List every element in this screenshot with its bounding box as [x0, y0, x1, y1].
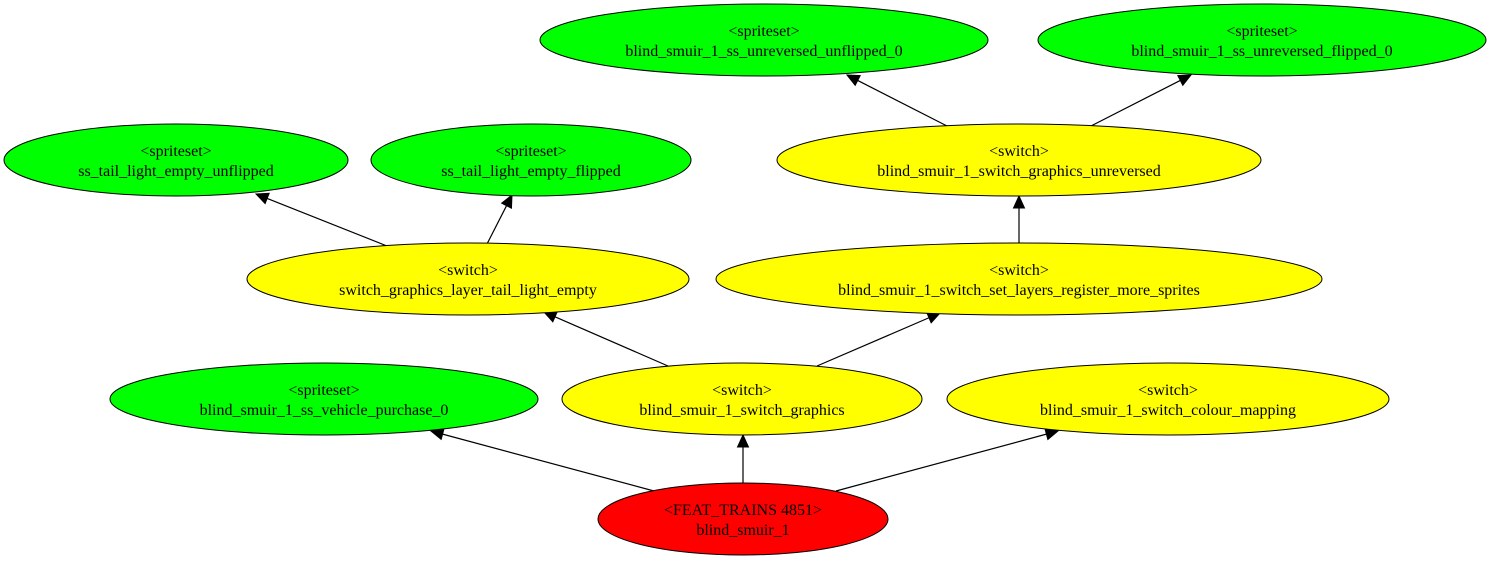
edge-line — [816, 317, 930, 367]
edge-sw_tail_light-to-ss_tail_flipped — [486, 193, 513, 245]
edge-sw_unreversed-to-ss_unflipped_0 — [845, 74, 950, 128]
switch-ellipse — [715, 242, 1323, 316]
node-ss-flipped-0[interactable]: <spriteset> blind_smuir_1_ss_unreversed_f… — [1037, 3, 1487, 77]
arrowhead-icon — [254, 192, 270, 205]
node-type-label: <switch> — [712, 382, 772, 399]
node-type-label: <spriteset> — [1226, 23, 1297, 40]
edge-line — [554, 316, 669, 367]
spriteset-ellipse — [109, 362, 539, 436]
node-type-label: <spriteset> — [495, 143, 566, 160]
edge-sw_tail_light-to-ss_tail_unflipped — [254, 192, 388, 247]
feature-ellipse — [597, 482, 889, 556]
node-type-label: <switch> — [1138, 382, 1198, 399]
node-feat[interactable]: <FEAT_TRAINS 4851> blind_smuir_1 — [597, 482, 889, 556]
node-type-label: <spriteset> — [728, 23, 799, 40]
node-name-label: blind_smuir_1_ss_vehicle_purchase_0 — [200, 402, 449, 419]
edge-sw_graphics-to-sw_tail_light — [542, 311, 669, 367]
edge-line — [857, 79, 950, 128]
switch-ellipse — [776, 123, 1262, 197]
node-type-label: <switch> — [989, 143, 1049, 160]
node-name-label: ss_tail_light_empty_unflipped — [78, 163, 274, 180]
node-name-label: switch_graphics_layer_tail_light_empty — [339, 282, 597, 299]
arrowhead-icon — [736, 433, 750, 448]
node-ss-tail-unflipped[interactable]: <spriteset> ss_tail_light_empty_unflipped — [3, 123, 349, 197]
node-name-label: blind_smuir_1_switch_graphics_unreversed — [877, 163, 1161, 180]
node-type-label: <spriteset> — [288, 382, 359, 399]
spriteset-ellipse — [539, 3, 989, 77]
spriteset-ellipse — [1037, 3, 1487, 77]
node-type-label: <switch> — [438, 262, 498, 279]
edge-line — [266, 197, 388, 247]
edges-layer — [254, 74, 1193, 492]
node-sw-set-layers[interactable]: <switch> blind_smuir_1_switch_set_layers_… — [715, 242, 1323, 316]
node-name-label: blind_smuir_1_ss_unreversed_unflipped_0 — [625, 43, 902, 60]
node-sw-tail-light[interactable]: <switch> switch_graphics_layer_tail_light… — [246, 242, 690, 316]
node-name-label: blind_smuir_1_switch_colour_mapping — [1040, 402, 1296, 419]
node-ss-purchase[interactable]: <spriteset> blind_smuir_1_ss_vehicle_purc… — [109, 362, 539, 436]
node-name-label: blind_smuir_1_ss_unreversed_flipped_0 — [1131, 43, 1392, 60]
arrowhead-icon — [500, 193, 513, 209]
arrowhead-icon — [1012, 194, 1026, 209]
switch-ellipse — [946, 362, 1390, 436]
arrowhead-icon — [845, 74, 861, 87]
edge-line — [1088, 79, 1181, 128]
node-type-label: <switch> — [989, 262, 1049, 279]
edge-line — [835, 433, 1047, 492]
node-type-label: <spriteset> — [140, 143, 211, 160]
edge-sw_unreversed-to-ss_flipped_0 — [1088, 74, 1193, 128]
node-sw-colour[interactable]: <switch> blind_smuir_1_switch_colour_mapp… — [946, 362, 1390, 436]
edge-line — [442, 433, 655, 492]
node-sw-graphics[interactable]: <switch> blind_smuir_1_switch_graphics — [561, 362, 923, 436]
nodes-layer: <spriteset> blind_smuir_1_ss_unreversed_u… — [3, 3, 1487, 556]
node-type-label: <FEAT_TRAINS 4851> — [664, 502, 822, 519]
edge-line — [486, 205, 508, 245]
edge-sw_set_layers-to-sw_unreversed — [1012, 194, 1026, 243]
node-name-label: ss_tail_light_empty_flipped — [441, 163, 621, 180]
spriteset-ellipse — [3, 123, 349, 197]
spriteset-ellipse — [370, 123, 692, 197]
node-ss-tail-flipped[interactable]: <spriteset> ss_tail_light_empty_flipped — [370, 123, 692, 197]
node-name-label: blind_smuir_1_switch_graphics — [639, 402, 844, 419]
node-name-label: blind_smuir_1_switch_set_layers_register… — [838, 282, 1200, 299]
node-ss-unflipped-0[interactable]: <spriteset> blind_smuir_1_ss_unreversed_u… — [539, 3, 989, 77]
switch-ellipse — [246, 242, 690, 316]
switch-ellipse — [561, 362, 923, 436]
node-name-label: blind_smuir_1 — [696, 522, 789, 539]
arrowhead-icon — [1177, 74, 1193, 87]
edge-feat-to-sw_graphics — [736, 433, 750, 483]
node-sw-unreversed[interactable]: <switch> blind_smuir_1_switch_graphics_un… — [776, 123, 1262, 197]
